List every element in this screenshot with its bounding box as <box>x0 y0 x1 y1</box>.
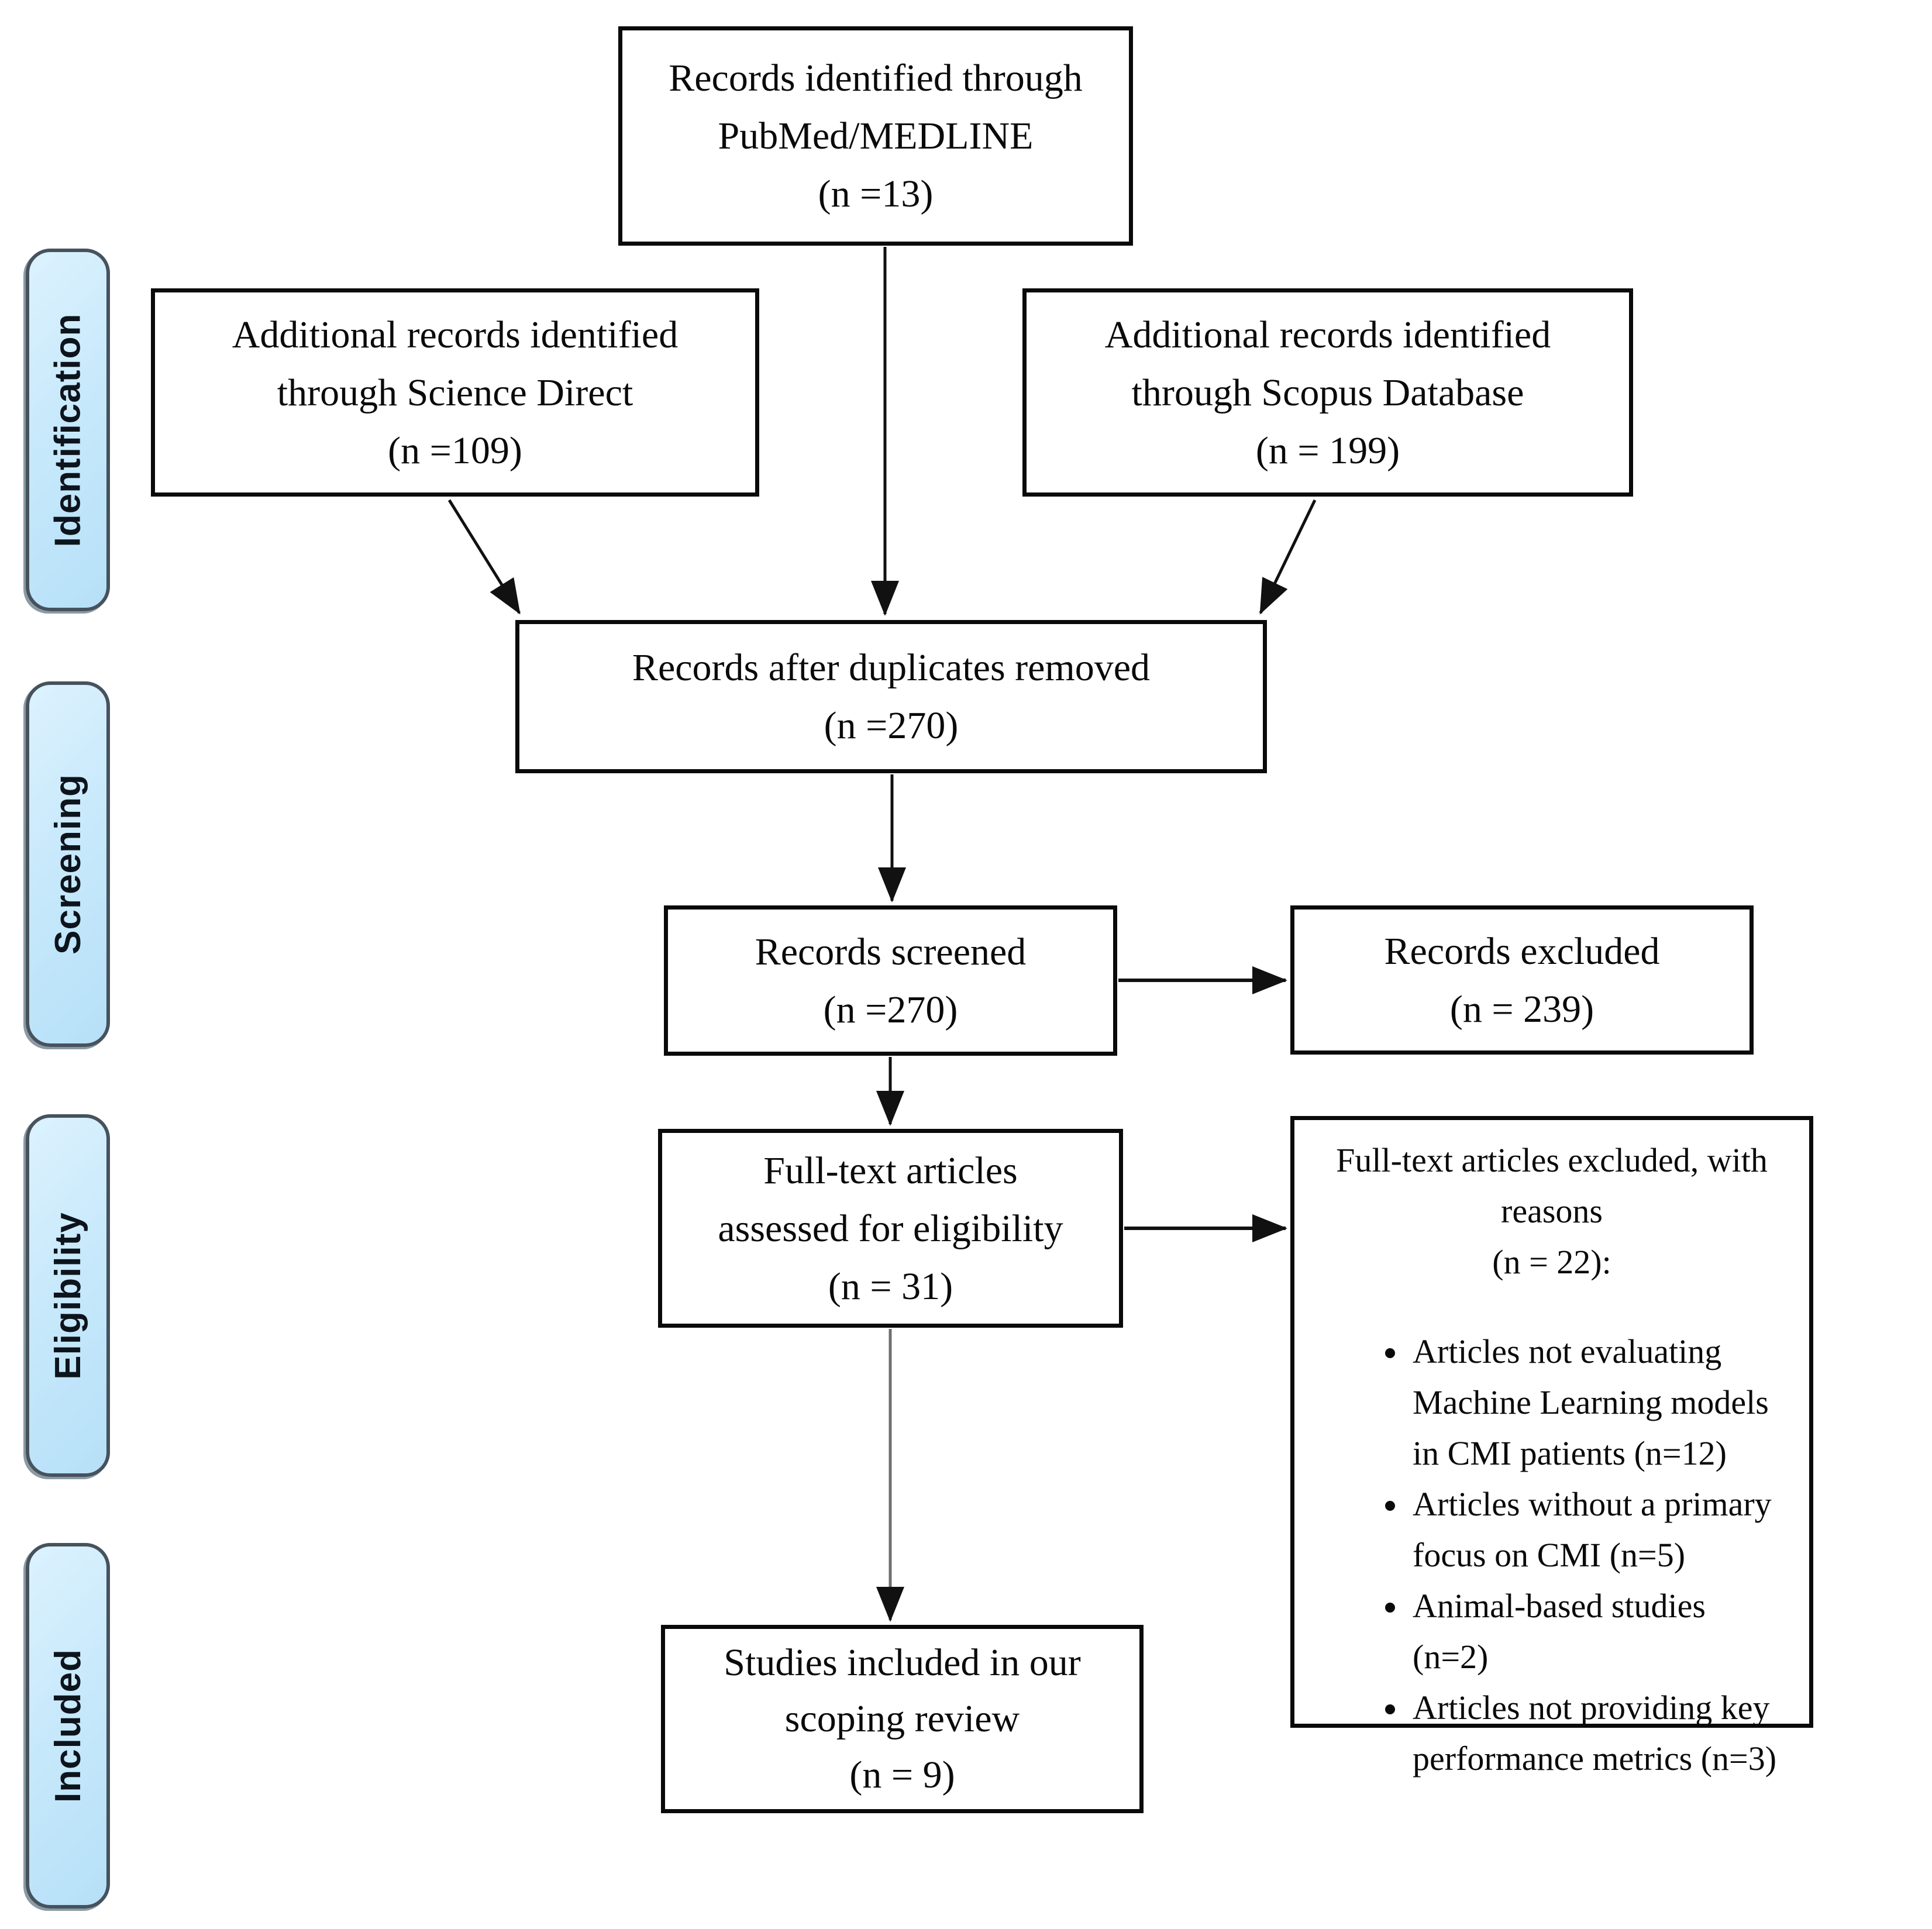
arrow-sciencedirect-to-duplicates <box>447 499 521 615</box>
box-fulltext-assessed: Full-text articles assessed for eligibil… <box>658 1129 1123 1328</box>
box-studies-included: Studies included in our scoping review (… <box>661 1625 1144 1813</box>
exclusion-reason-item: Animal-based studies (n=2) <box>1409 1580 1788 1682</box>
stage-label-identification: Identification <box>26 249 110 611</box>
stage-label-included-text: Included <box>47 1649 88 1803</box>
box-additional-records-science-direct: Additional records identified through Sc… <box>151 288 759 497</box>
box-records-excluded: Records excluded (n = 239) <box>1290 905 1754 1055</box>
stage-label-screening: Screening <box>26 681 110 1047</box>
box-records-after-duplicates-removed: Records after duplicates removed (n =270… <box>515 620 1267 773</box>
exclusion-reason-item: Articles not evaluating Machine Learning… <box>1409 1326 1788 1479</box>
box-records-screened: Records screened (n =270) <box>664 905 1117 1056</box>
fulltext-excluded-title: Full-text articles excluded, with reason… <box>1336 1141 1768 1281</box>
exclusion-reason-item: Articles without a primary focus on CMI … <box>1409 1479 1788 1580</box>
box-additional-records-scopus: Additional records identified through Sc… <box>1022 288 1633 497</box>
stage-label-eligibility-text: Eligibility <box>47 1211 88 1380</box>
box-fulltext-excluded-reasons: Full-text articles excluded, with reason… <box>1290 1116 1813 1778</box>
stage-label-included: Included <box>26 1543 110 1909</box>
box-records-identified-pubmed: Records identified through PubMed/MEDLIN… <box>618 26 1133 246</box>
stage-label-eligibility: Eligibility <box>26 1114 110 1477</box>
arrow-scopus-to-duplicates <box>1259 499 1317 615</box>
stage-label-identification-text: Identification <box>47 313 88 547</box>
stage-label-screening-text: Screening <box>47 774 88 955</box>
exclusion-reasons-list: Articles not evaluating Machine Learning… <box>1376 1326 1788 1784</box>
exclusion-reason-item: Articles not providing key performance m… <box>1409 1682 1788 1784</box>
